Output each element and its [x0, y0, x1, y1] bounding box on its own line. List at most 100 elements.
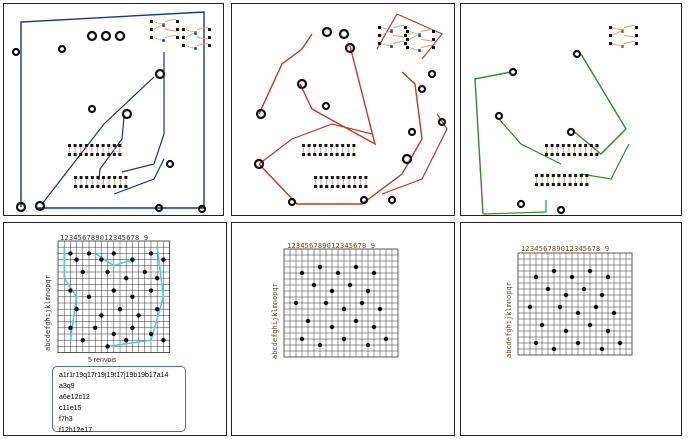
- grid-dot: [305, 318, 311, 324]
- grid-dot: [341, 336, 347, 342]
- pin: [150, 20, 153, 23]
- note-line: a6e12c12: [59, 394, 90, 401]
- pin: [112, 153, 116, 156]
- grid-dot: [148, 288, 154, 293]
- pin: [550, 153, 554, 156]
- board-panel-3: [460, 3, 682, 216]
- pin-wire: [380, 30, 391, 36]
- grid-drawing-3: [517, 252, 633, 356]
- pin: [90, 144, 94, 147]
- grid-dot: [311, 282, 317, 288]
- grid-dot: [111, 288, 117, 293]
- pin: [579, 174, 583, 177]
- pin: [161, 23, 166, 28]
- pin: [609, 34, 612, 37]
- pin: [208, 28, 211, 31]
- route-trace: [381, 113, 448, 195]
- pin: [635, 42, 638, 45]
- pad: [401, 153, 413, 165]
- pin-wire: [623, 35, 636, 38]
- pin: [330, 144, 333, 147]
- grid-dot: [383, 336, 389, 342]
- grid-dot: [99, 257, 104, 262]
- route-trace: [570, 53, 627, 155]
- grid-dot: [155, 307, 160, 312]
- route-trace: [113, 158, 165, 195]
- pin: [118, 176, 122, 179]
- pin: [551, 174, 555, 177]
- grid-dot: [587, 268, 593, 274]
- pin: [563, 174, 566, 177]
- grid-dot: [111, 331, 117, 337]
- pin: [550, 144, 554, 147]
- pin: [182, 44, 185, 47]
- pin: [341, 153, 345, 156]
- pad: [121, 108, 133, 120]
- pin: [578, 153, 582, 156]
- pin: [389, 29, 394, 34]
- route-trace: [98, 116, 125, 181]
- pin: [79, 185, 83, 188]
- grid-dot: [569, 274, 575, 280]
- pad: [566, 127, 576, 137]
- pin: [112, 144, 116, 147]
- pin: [118, 153, 122, 156]
- grid-dot: [86, 251, 92, 256]
- pin: [313, 153, 317, 156]
- pin: [319, 185, 323, 188]
- pin: [102, 185, 105, 188]
- pin: [432, 38, 435, 41]
- pin: [96, 153, 99, 156]
- pin-wire: [392, 35, 405, 38]
- pin: [595, 153, 599, 156]
- grid-panel-1: 123456789012345678 9 abcdefghijklmnopqr …: [3, 222, 227, 436]
- grid-dot: [605, 274, 611, 280]
- pin-wire: [380, 43, 391, 47]
- pin: [84, 153, 88, 156]
- pin: [79, 144, 83, 147]
- pin: [353, 185, 357, 188]
- pin: [546, 183, 550, 186]
- pin: [578, 144, 582, 147]
- pin-wire: [380, 27, 391, 31]
- pin: [404, 26, 407, 29]
- grid-dot: [605, 328, 611, 334]
- pad: [572, 49, 582, 59]
- pin: [574, 174, 578, 177]
- grid-dot: [161, 338, 166, 343]
- grid-dot: [581, 286, 587, 292]
- pad: [344, 42, 356, 54]
- pin: [432, 30, 435, 33]
- grid-dot: [105, 344, 110, 349]
- pin: [557, 183, 561, 186]
- pad: [387, 195, 397, 205]
- pad: [57, 44, 67, 54]
- pin: [302, 153, 305, 156]
- grid-dot: [593, 304, 599, 310]
- pin: [585, 183, 589, 186]
- grid-dot: [130, 325, 135, 330]
- notes-box: a1r1r19q17r19j19t17j19b19b17a14 a3q9 a6e…: [52, 366, 186, 434]
- grid-caption: 5 renvois: [88, 357, 117, 364]
- pin: [68, 153, 71, 156]
- pad: [321, 101, 331, 111]
- pin: [79, 153, 83, 156]
- pin: [84, 144, 88, 147]
- grid-drawing-2: [283, 248, 399, 358]
- grid-dot: [371, 270, 377, 276]
- pin: [584, 153, 588, 156]
- pad: [338, 28, 350, 40]
- pin: [563, 183, 566, 186]
- grid-dot: [161, 257, 166, 262]
- pin: [585, 174, 589, 177]
- pin-wire: [623, 40, 636, 44]
- pin: [124, 176, 128, 179]
- pin: [589, 144, 593, 147]
- pin: [335, 144, 339, 147]
- pin: [68, 144, 71, 147]
- pin: [107, 144, 111, 147]
- pin: [378, 34, 381, 37]
- route-trace: [482, 200, 547, 215]
- grid-dot: [80, 269, 86, 275]
- pin: [124, 185, 128, 188]
